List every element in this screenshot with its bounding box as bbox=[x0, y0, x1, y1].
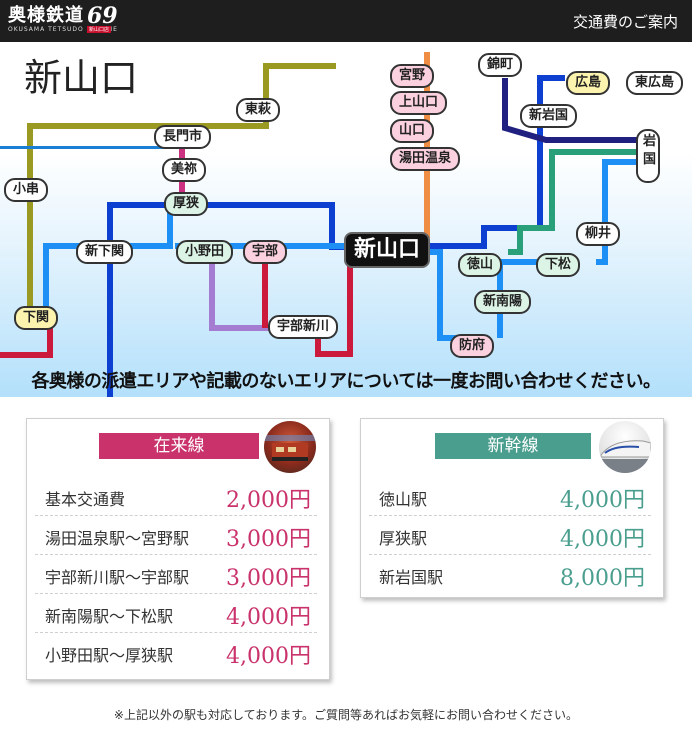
footnote: ※上記以外の駅も対応しております。ご質問等あればお気軽にお問い合わせください。 bbox=[113, 708, 579, 722]
fare-station: 徳山駅 bbox=[379, 490, 428, 509]
station-asa: 厚狭 bbox=[164, 192, 209, 216]
fare-route: 湯田温泉駅～宮野駅 bbox=[45, 529, 190, 548]
line-red bbox=[0, 322, 53, 358]
fare-route: 基本交通費 bbox=[45, 490, 126, 509]
station-higashihiroshima: 東広島 bbox=[626, 71, 684, 95]
fare-price: 4,000円 bbox=[560, 488, 645, 513]
station-higashihagi: 東萩 bbox=[236, 98, 281, 122]
station-yanai: 柳井 bbox=[576, 222, 621, 246]
local-fare-row: 宇部新川駅～宇部駅 3,000円 bbox=[35, 555, 317, 594]
station-kamiyamaguchi: 上山口 bbox=[390, 91, 448, 115]
station-yudaonsen: 湯田温泉 bbox=[390, 147, 461, 171]
station-nishikicho: 錦町 bbox=[478, 53, 523, 77]
fare-price: 4,000円 bbox=[560, 527, 645, 552]
shinkansen-fare-card: 新幹線 徳山駅 4,000円 厚狭駅 4,000円 新岩国駅 8,000円 bbox=[360, 418, 664, 598]
station-tokuyama: 徳山 bbox=[458, 253, 503, 277]
line-blue-east bbox=[430, 75, 565, 249]
shinkansen-drawing bbox=[599, 440, 651, 473]
station-miyano: 宮野 bbox=[390, 64, 435, 88]
station-iwakuni: 岩国 bbox=[636, 129, 660, 183]
fare-price: 4,000円 bbox=[226, 644, 311, 669]
fare-route: 小野田駅～厚狭駅 bbox=[45, 646, 174, 665]
shinkansen-fare-row: 徳山駅 4,000円 bbox=[369, 477, 651, 516]
map-title-underline bbox=[0, 146, 170, 149]
page-title: 交通費のご案内 bbox=[572, 13, 678, 31]
station-nagatoshi: 長門市 bbox=[154, 125, 212, 149]
station-shinnanyo: 新南陽 bbox=[474, 290, 532, 314]
fare-price: 2,000円 bbox=[226, 488, 311, 513]
local-fare-row: 小野田駅～厚狭駅 4,000円 bbox=[35, 633, 317, 671]
station-kudamatsu: 下松 bbox=[536, 253, 581, 277]
station-shinshimonoseki: 新下関 bbox=[76, 240, 134, 264]
local-fare-row: 基本交通費 2,000円 bbox=[35, 477, 317, 516]
station-kogushi: 小串 bbox=[4, 178, 49, 202]
station-shinyamaguchi-hub: 新山口 bbox=[344, 232, 431, 268]
local-train-drawing bbox=[264, 435, 316, 461]
station-yamaguchi: 山口 bbox=[390, 119, 435, 143]
logo-subtext: OKUSAMA TETSUDO SIXNINE bbox=[8, 26, 118, 33]
line-teal bbox=[508, 149, 640, 255]
fare-station: 新岩国駅 bbox=[379, 568, 444, 587]
line-darkblue bbox=[502, 78, 640, 143]
station-ube: 宇部 bbox=[243, 240, 288, 264]
station-ubeshinkawa: 宇部新川 bbox=[268, 315, 339, 339]
shinkansen-fare-row: 厚狭駅 4,000円 bbox=[369, 516, 651, 555]
fare-price: 3,000円 bbox=[226, 566, 311, 591]
local-fare-row: 新南陽駅～下松駅 4,000円 bbox=[35, 594, 317, 633]
local-train-icon bbox=[264, 421, 316, 473]
site-logo[interactable]: 奥様鉄道 OKUSAMA TETSUDO SIXNINE 69 新山口店 bbox=[8, 3, 118, 34]
station-onoda: 小野田 bbox=[176, 240, 234, 264]
local-fare-heading: 在来線 bbox=[99, 433, 259, 459]
station-mine: 美祢 bbox=[162, 158, 207, 182]
fare-price: 3,000円 bbox=[226, 527, 311, 552]
local-fare-card: 在来線 基本交通費 2,000円 湯田温泉駅～宮野駅 3,000円 宇部新川駅～… bbox=[26, 418, 330, 680]
line-lightblue-yanai bbox=[596, 159, 640, 265]
map-notice: 各奥様の派遣エリアや記載のないエリアについては一度お問い合わせください。 bbox=[31, 371, 661, 392]
logo-text: 奥様鉄道 bbox=[8, 5, 84, 26]
station-hofu: 防府 bbox=[450, 334, 495, 358]
fare-route: 宇部新川駅～宇部駅 bbox=[45, 568, 190, 587]
line-purple bbox=[209, 258, 272, 331]
local-fare-row: 湯田温泉駅～宮野駅 3,000円 bbox=[35, 516, 317, 555]
fare-station: 厚狭駅 bbox=[379, 529, 428, 548]
logo-number: 69 bbox=[87, 3, 118, 29]
station-shiniwakuni: 新岩国 bbox=[520, 104, 578, 128]
shinkansen-icon bbox=[599, 421, 651, 473]
shinkansen-fare-row: 新岩国駅 8,000円 bbox=[369, 555, 651, 593]
line-crimson-2 bbox=[315, 256, 353, 357]
fare-price: 4,000円 bbox=[226, 605, 311, 630]
top-bar: 奥様鉄道 OKUSAMA TETSUDO SIXNINE 69 新山口店 交通費… bbox=[0, 0, 692, 42]
fare-price: 8,000円 bbox=[560, 566, 645, 591]
station-shimonoseki: 下関 bbox=[14, 306, 59, 330]
route-map: 新山口 東萩 長門市 美祢 小串 厚狭 新下関 小野田 宇部 宇部新川 下関 宮… bbox=[0, 42, 692, 397]
station-hiroshima: 広島 bbox=[566, 71, 611, 95]
logo-tag: 新山口店 bbox=[87, 26, 112, 33]
shinkansen-fare-heading: 新幹線 bbox=[435, 433, 591, 459]
fare-route: 新南陽駅～下松駅 bbox=[45, 607, 174, 626]
map-title: 新山口 bbox=[24, 56, 139, 100]
